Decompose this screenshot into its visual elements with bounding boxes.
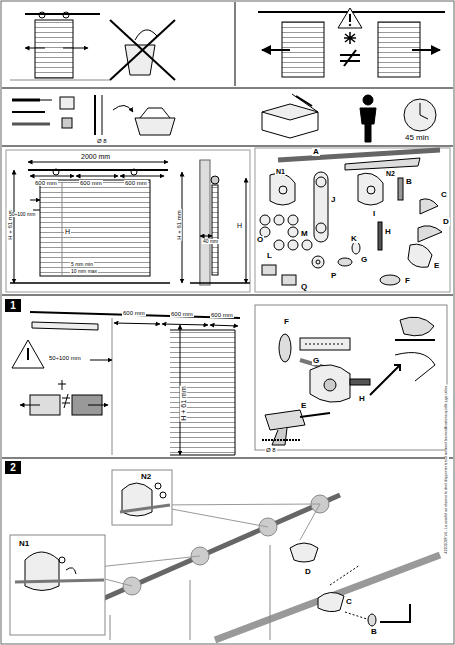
dimension: H	[236, 222, 243, 229]
dimension: 50÷100 mm	[48, 355, 82, 361]
part-letter: D	[304, 568, 312, 576]
part-letter: O	[256, 236, 264, 244]
watermark: 43201028 V4 - La société se réserve le d…	[445, 385, 449, 555]
part-letter: I	[372, 210, 376, 218]
part-letter: H	[384, 228, 392, 236]
part-letter: N2	[385, 170, 396, 177]
part-letter: N1	[275, 168, 286, 175]
part-letter: F	[404, 277, 411, 285]
part-letter: K	[350, 235, 358, 243]
dimension: 40 mm	[202, 239, 219, 244]
dimension: H + 61 mm	[180, 385, 187, 421]
dimension: 50÷100 mm	[8, 212, 36, 217]
dimension: 600 mm	[79, 180, 103, 186]
step-number-text: 1	[7, 300, 19, 311]
part-letter: G	[312, 357, 320, 365]
dimension: 5 mm min	[70, 262, 94, 267]
dimension: 600 mm	[124, 180, 148, 186]
part-letter: L	[266, 252, 273, 260]
dimension: H	[64, 228, 71, 235]
dimension: 600 mm	[170, 311, 194, 317]
part-letter: B	[370, 628, 378, 636]
part-letter: D	[442, 218, 450, 226]
part-letter: N1	[18, 540, 30, 548]
part-letter: M	[300, 230, 309, 238]
part-letter: G	[360, 256, 368, 264]
drill-size: Ø 8	[265, 447, 277, 453]
part-letter: N2	[140, 473, 152, 481]
part-letter: C	[345, 598, 353, 606]
step-number-text: 2	[7, 462, 19, 473]
dimension: 600 mm	[34, 180, 58, 186]
part-letter: E	[433, 262, 440, 270]
duration: 45 min	[404, 134, 430, 142]
dimension: 2000 mm	[80, 153, 111, 160]
part-letter: H	[358, 395, 366, 403]
part-letter: F	[283, 318, 290, 326]
part-letter: B	[405, 178, 413, 186]
dimension: H + 61 mm	[176, 209, 182, 241]
part-letter: P	[330, 272, 337, 280]
drill-size: Ø 8	[96, 138, 108, 144]
part-letter: Q	[300, 283, 308, 291]
part-letter: J	[330, 196, 336, 204]
step-number: 2	[5, 461, 21, 474]
part-letter: C	[440, 191, 448, 199]
part-letter: A	[312, 148, 320, 156]
part-letter: E	[300, 402, 307, 410]
dimension: 600 mm	[210, 312, 234, 318]
dimension: 10 mm max	[70, 269, 98, 274]
dimension: 600 mm	[122, 310, 146, 316]
step-number: 1	[5, 299, 21, 312]
